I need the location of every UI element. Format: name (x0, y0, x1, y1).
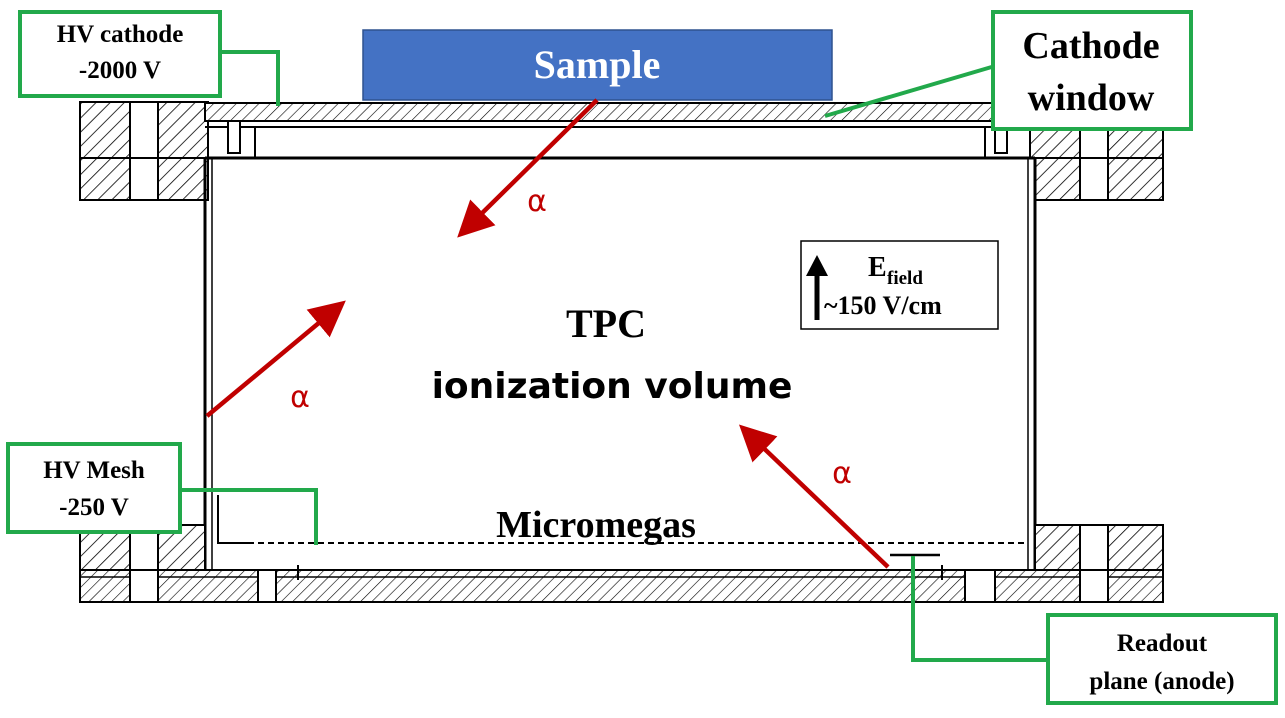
hv-mesh-voltage: -250 V (59, 494, 129, 521)
top-left-flange-gap (129, 101, 159, 159)
alpha-label-1: α (527, 184, 547, 219)
base-screw-right (964, 569, 996, 603)
readout-plane-label-1: Readout (1117, 630, 1208, 657)
tpc-label: TPC (566, 301, 646, 346)
cathode-window-label-1: Cathode (1022, 25, 1159, 67)
mesh-bracket (217, 495, 250, 544)
hv-mesh-callout-line (180, 488, 318, 545)
left-flange-lower-gap (129, 157, 159, 201)
sample-box (362, 29, 833, 101)
efield-symbol: E (868, 252, 887, 283)
readout-plane-label-2: plane (anode) (1089, 668, 1234, 695)
right-flange-lower-1 (1034, 157, 1081, 201)
bottom-right-flange-block-2 (1107, 524, 1164, 571)
cathode-window-label-2: window (1028, 77, 1155, 119)
callout-lines (180, 50, 1048, 662)
right-flange-lower-gap (1079, 157, 1109, 201)
right-flange-lower-2 (1107, 157, 1164, 201)
sample-label: Sample (534, 42, 661, 87)
readout-base-plate (79, 569, 1164, 603)
efield-value: ~150 V/cm (824, 291, 942, 320)
cathode-window-box (991, 10, 1193, 131)
efield-box (800, 240, 999, 330)
micromegas-label: Micromegas (496, 504, 696, 546)
top-left-flange-block-2 (157, 101, 209, 159)
cathode-window-plate (204, 102, 1036, 122)
bottom-right-flange-gap (1079, 524, 1109, 571)
alpha-track-from-wall (205, 300, 346, 418)
alpha-track-from-anode (738, 424, 890, 569)
readout-callout-line (911, 556, 1048, 662)
cathode-window-callout-line (824, 64, 996, 118)
ionization-volume-label: ionization volume (432, 366, 793, 407)
top-left-flange-block-1 (79, 101, 131, 159)
alpha-label-2: α (290, 380, 310, 415)
hv-cathode-box (18, 10, 222, 98)
base-gap-right (1079, 569, 1109, 603)
base-gap-left (129, 569, 159, 603)
hv-cathode-voltage: -2000 V (79, 57, 161, 84)
hv-mesh-label: HV Mesh (43, 457, 145, 484)
left-flange-lower-2 (157, 157, 209, 201)
left-flange-lower-1 (79, 157, 131, 201)
window-screw-left (227, 120, 241, 154)
alpha-label-3: α (832, 456, 852, 491)
hv-cathode-label: HV cathode (57, 21, 184, 48)
base-screw-left (257, 569, 277, 603)
bottom-right-flange-block-1 (1034, 524, 1081, 571)
readout-plane-box (1046, 613, 1278, 705)
hv-cathode-callout-line (220, 50, 280, 106)
alpha-track-from-sample (457, 98, 599, 238)
alpha-tracks (205, 98, 890, 569)
hv-mesh-box (6, 442, 182, 534)
efield-arrow-icon (806, 255, 828, 276)
efield-subscript: field (887, 268, 923, 289)
